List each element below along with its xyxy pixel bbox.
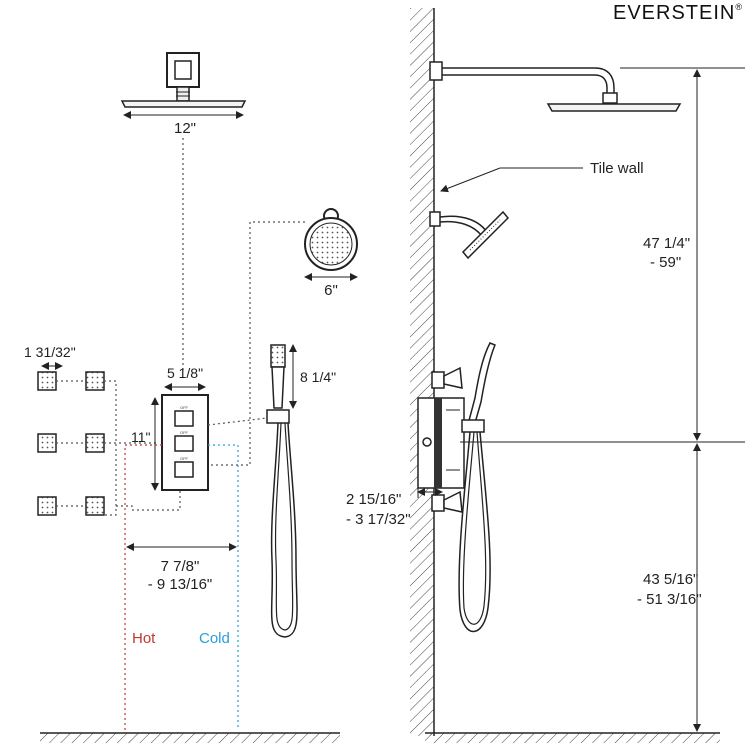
handshower-length-dimension: 8 1/4" bbox=[289, 344, 336, 409]
rain-head-width-label: 12" bbox=[174, 120, 196, 137]
svg-text:OFF: OFF bbox=[180, 430, 189, 435]
rain-head-width-dimension: 12" bbox=[123, 111, 244, 137]
valve-height-label-1: 43 5/16" bbox=[643, 571, 698, 588]
valve-height-label-2: - 51 3/16" bbox=[637, 591, 702, 608]
valve-side-icon bbox=[417, 366, 465, 513]
left-floor bbox=[40, 732, 340, 743]
tile-wall-callout: Tile wall bbox=[440, 160, 644, 193]
hot-label: Hot bbox=[132, 630, 156, 647]
brand-logo: EVERSTEIN® bbox=[613, 2, 743, 25]
rain-shower-head-icon bbox=[120, 52, 247, 108]
valve-width-dimension: 5 1/8" bbox=[164, 365, 206, 391]
cold-supply-line bbox=[208, 444, 239, 730]
hand-shower-pipe bbox=[207, 417, 268, 426]
hand-shower-side-icon bbox=[458, 342, 496, 633]
supply-spacing-label-2: - 9 13/16" bbox=[148, 576, 213, 593]
handheld-head-side-icon bbox=[429, 210, 510, 260]
hand-shower-icon bbox=[266, 344, 298, 638]
valve-width-label: 5 1/8" bbox=[167, 365, 203, 381]
head-height-label-2: - 59" bbox=[650, 254, 681, 271]
cold-label: Cold bbox=[199, 630, 230, 647]
svg-text:OFF: OFF bbox=[180, 456, 189, 461]
registered-mark: ® bbox=[735, 2, 743, 12]
wall-hatch-icon bbox=[410, 8, 435, 736]
body-jet-pipes bbox=[56, 380, 181, 516]
handheld-head-pipe bbox=[210, 221, 305, 466]
valve-height-dimension: 11" bbox=[131, 397, 159, 491]
handheld-head-width-dimension: 6" bbox=[304, 273, 358, 299]
handshower-length-label: 8 1/4" bbox=[300, 369, 336, 385]
thermostatic-valve-icon: OFF OFF OFF bbox=[161, 394, 209, 491]
hot-supply-line bbox=[124, 444, 162, 730]
svg-text:OFF: OFF bbox=[180, 405, 189, 410]
brand-name: EVERSTEIN bbox=[613, 2, 736, 24]
supply-spacing-label-1: 7 7/8" bbox=[161, 558, 200, 575]
head-height-dimension: 47 1/4" - 59" bbox=[460, 67, 745, 443]
body-jet-spacing-label: 1 31/32" bbox=[24, 344, 76, 360]
handheld-head-width-label: 6" bbox=[324, 282, 338, 299]
valve-depth-dimension: 2 15/16" - 3 17/32" bbox=[346, 488, 443, 528]
supply-spacing-dimension: 7 7/8" - 9 13/16" bbox=[126, 543, 237, 593]
head-height-label-1: 47 1/4" bbox=[643, 235, 690, 252]
valve-height-floor-dimension: 43 5/16" - 51 3/16" bbox=[637, 443, 702, 732]
tile-wall-label: Tile wall bbox=[590, 160, 644, 177]
handheld-shower-head-icon bbox=[304, 208, 358, 271]
valve-height-label: 11" bbox=[131, 429, 151, 445]
body-jet-spacing-dimension: 1 31/32" bbox=[24, 344, 76, 370]
rain-arm-side-icon bbox=[429, 61, 682, 112]
valve-depth-label-1: 2 15/16" bbox=[346, 491, 401, 508]
valve-depth-label-2: - 3 17/32" bbox=[346, 511, 411, 528]
right-floor bbox=[425, 732, 720, 743]
